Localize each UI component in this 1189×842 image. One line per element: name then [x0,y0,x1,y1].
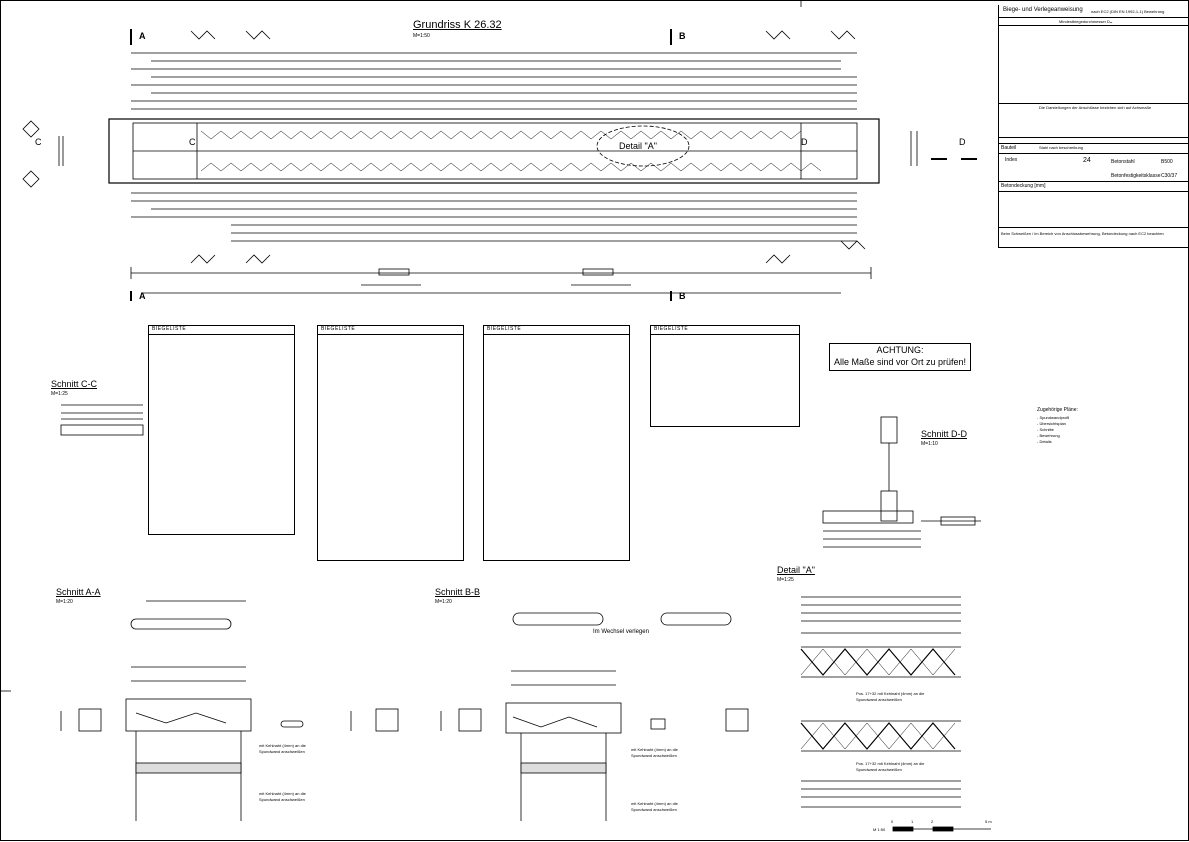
section-aa-title: Schnitt A-A [56,587,101,597]
bending-list-2-title: BIEGELISTE [318,326,463,335]
scale-tick-0: 0 [891,819,894,824]
tb-field-c-label: Betonfestigkeitsklasse [1111,173,1161,179]
tb-header: Biege- und Verlegeanweisung [1003,7,1083,13]
section-mark-b-bottom: B [679,291,686,301]
bending-list-3: BIEGELISTE [483,325,630,561]
bending-list-1: BIEGELISTE [148,325,295,535]
related-plan-item: - Bewehrung [1037,433,1060,438]
section-mark-c-left: C [35,137,42,147]
section-dd-title: Schnitt D-D [921,429,968,439]
section-cc-title: Schnitt C-C [51,379,98,389]
pos-note-2b: Spundwand anschweißen [856,767,902,772]
related-plan-item: - Details [1037,439,1052,444]
kehl-aa-1b: Spundwand anschweißen [259,749,305,754]
section-cc-scale: M=1:25 [51,391,68,397]
section-mark-c-inner: C [189,137,196,147]
section-bb-title: Schnitt B-B [435,587,481,597]
tb-field-d-label: Betondeckung [mm] [1001,183,1046,189]
tb-bauteil-label: Bauteil [1001,145,1017,151]
title-block: Biege- und Verlegeanweisung nach EC2 (DI… [998,5,1189,248]
tb-notes-bottom: Beim Schweißen / im Bereich von Anschlus… [1001,231,1164,236]
related-plan-item: - Spundwandprofil [1037,415,1070,420]
pos-note-2: Pos. 17+32 mit Kehlnaht (4mm) an die [856,761,925,766]
warning-line2: Alle Maße sind vor Ort zu prüfen! [833,357,967,367]
bending-list-4-title: BIEGELISTE [651,326,799,335]
section-bb-scale: M=1:20 [435,599,452,605]
pos-note-1b: Spundwand anschweißen [856,697,902,702]
plan-title: Grundriss K 26.32 [413,19,502,31]
wechsel-note: Im Wechsel verlegen [593,629,649,635]
related-plans-title: Zugehörige Pläne: [1037,407,1078,413]
kehl-bb-1b: Spundwand anschweißen [631,753,677,758]
related-plan-item: - Übersichtsplan [1037,421,1066,426]
section-dd-scale: M=1:10 [921,441,938,447]
tb-note1: Die Darstellungen der Anschlüsse beziehe… [1039,105,1152,110]
related-plan-item: - Schnitte [1037,427,1054,432]
kehl-bb-2b: Spundwand anschweißen [631,807,677,812]
tb-field-a-label: Index [1005,157,1018,163]
plan-scale: M=1:50 [413,33,430,39]
detail-a-scale: M=1:25 [777,577,794,583]
kehl-aa-1: mit Kehlnaht (4mm) an die [259,743,306,748]
scale-tick-1: 1 [911,819,914,824]
section-mark-b-top: B [679,31,686,41]
tb-field-b-value: B500 [1161,159,1173,165]
tb-row-line: Mindestbiegedurchmesser Dₘ [1059,19,1113,24]
pos-note-1: Pos. 17+32 mit Kehlnaht (4mm) an die [856,691,925,696]
kehl-aa-2b: Spundwand anschweißen [259,797,305,802]
scale-bar-label: M 1:50 [873,827,886,832]
bending-list-3-title: BIEGELISTE [484,326,629,335]
tb-field-a-value: 24 [1083,157,1091,164]
kehl-aa-2: mit Kehlnaht (4mm) an die [259,791,306,796]
kehl-bb-2: mit Kehlnaht (4mm) an die [631,801,678,806]
tb-bauteil-value: Stahl nach beschreibung [1039,145,1084,150]
detail-a-title: Detail "A" [777,565,815,575]
section-mark-a-top: A [139,31,146,41]
tb-header-note: nach EC2 (DIN EN 1992-1-1) Bewehrung [1091,9,1165,14]
scale-tick-2: 2 [931,819,934,824]
section-aa-scale: M=1:20 [56,599,73,605]
bending-list-4: BIEGELISTE [650,325,800,427]
kehl-bb-1: mit Kehlnaht (4mm) an die [631,747,678,752]
bending-list-1-title: BIEGELISTE [149,326,294,335]
bending-list-2: BIEGELISTE [317,325,464,561]
section-mark-a-bottom: A [139,291,146,301]
detail-a-label: Detail "A" [619,141,657,151]
section-mark-d-right: D [959,137,966,147]
tb-field-b-label: Betonstahl [1111,159,1135,165]
warning-box: ACHTUNG: Alle Maße sind vor Ort zu prüfe… [829,343,971,371]
warning-line1: ACHTUNG: [876,345,924,355]
tb-field-c-value: C30/37 [1161,173,1178,179]
scale-tick-5: 5 m [985,819,992,824]
section-mark-d-inner: D [801,137,808,147]
